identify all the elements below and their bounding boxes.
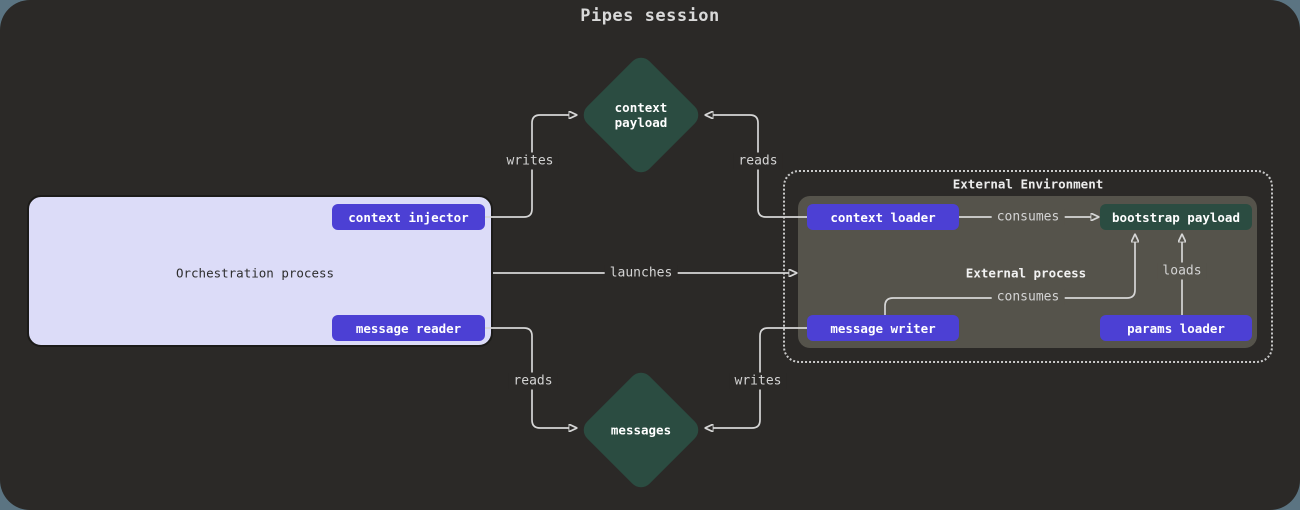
edge-label-consumes-bottom: consumes	[991, 288, 1065, 306]
params-loader-node: params loader	[1100, 315, 1252, 341]
context-payload-label: context payload	[615, 100, 668, 130]
external-environment-label: External Environment	[952, 176, 1104, 192]
context-payload-line2: payload	[614, 115, 668, 130]
bootstrap-payload-node: bootstrap payload	[1100, 204, 1252, 230]
edge-label-writes-top: writes	[501, 152, 559, 170]
context-payload-line1: context	[614, 100, 668, 115]
context-loader-node: context loader	[807, 204, 959, 230]
edge-label-reads-bottom: reads	[508, 372, 558, 390]
message-reader-node: message reader	[332, 315, 485, 341]
edge-label-consumes-top: consumes	[991, 208, 1065, 226]
edge-label-loads: loads	[1157, 262, 1207, 280]
external-environment-box	[783, 170, 1273, 363]
edge-label-writes-bottom: writes	[729, 372, 787, 390]
external-process-label: External process	[965, 265, 1087, 281]
edge-label-reads-top: reads	[733, 152, 783, 170]
edge-label-launches: launches	[604, 264, 678, 282]
message-writer-node: message writer	[807, 315, 959, 341]
orchestration-process-label: Orchestration process	[175, 265, 335, 281]
messages-label: messages	[610, 422, 672, 438]
diagram-title: Pipes session	[580, 6, 720, 26]
context-injector-node: context injector	[332, 204, 485, 230]
